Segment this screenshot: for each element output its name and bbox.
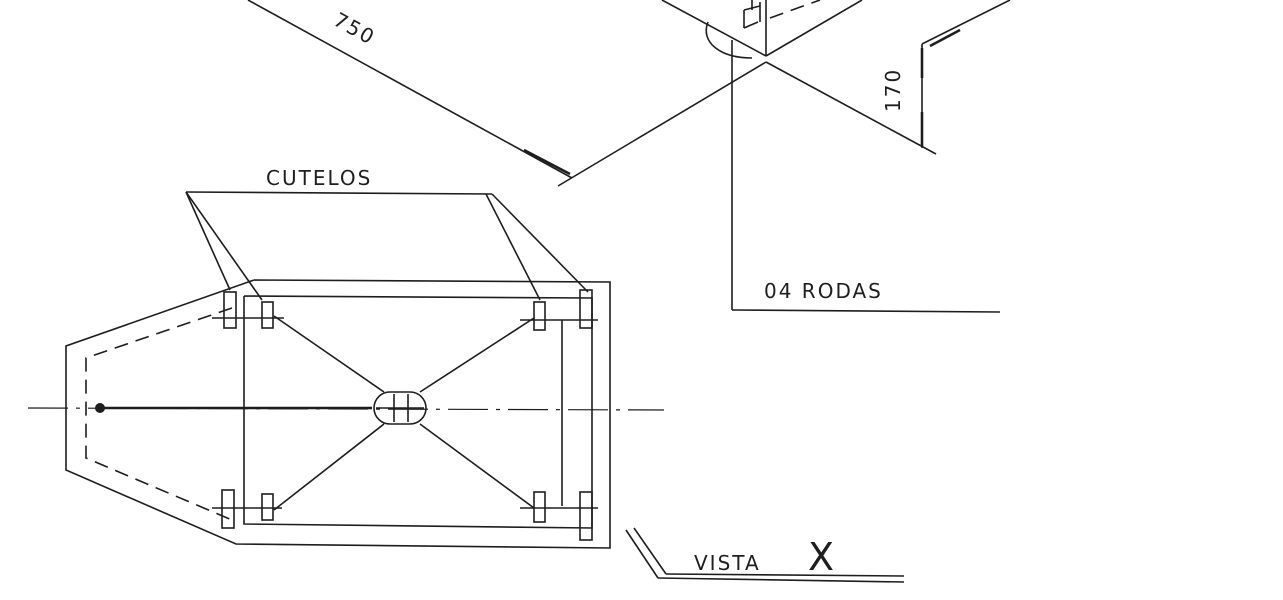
wheels-leader: 04 RODAS	[731, 40, 1001, 313]
view-title-word: VISTA	[694, 551, 761, 575]
plan-view	[27, 279, 665, 549]
view-title-letter: X	[808, 535, 836, 579]
wheels-label: 04 RODAS	[764, 279, 883, 303]
dimension-170-label: 170	[881, 68, 905, 112]
dimension-750-label: 750	[330, 7, 380, 49]
isometric-box-view	[661, 0, 1011, 59]
cutelos-label: CUTELOS	[266, 166, 372, 190]
cutelos-leader: CUTELOS	[185, 166, 589, 301]
dimension-170: 170	[881, 44, 924, 148]
view-title: VISTA X	[625, 527, 905, 583]
dimension-750: 750	[247, 0, 937, 187]
